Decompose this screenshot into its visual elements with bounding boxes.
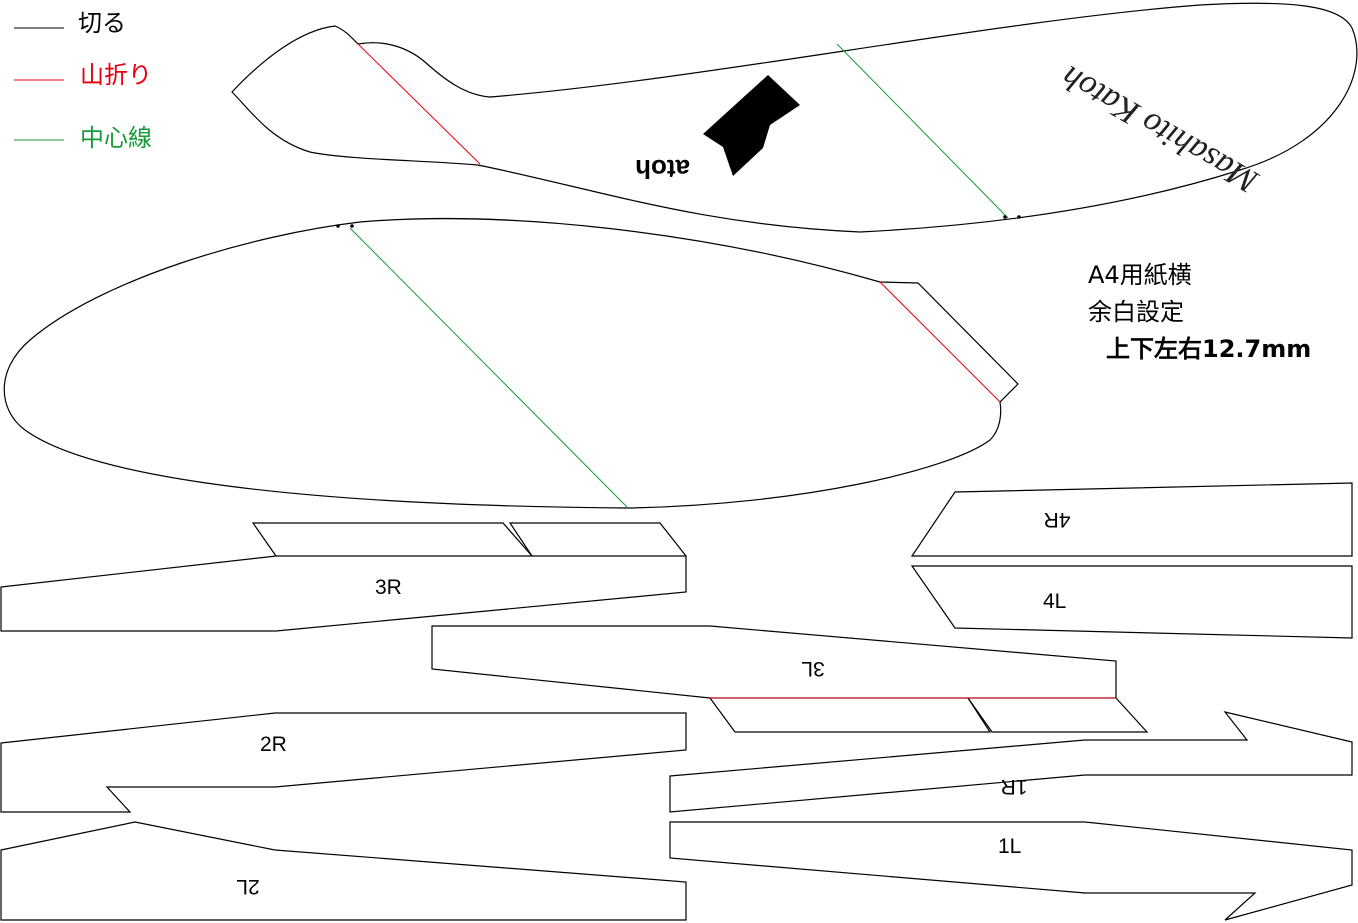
fuselage-upper: atoh Masahito Katoh bbox=[231, 2, 1358, 233]
part-2R-label: 2R bbox=[260, 733, 287, 756]
fuselage-lower-mark-1 bbox=[336, 224, 340, 228]
part-2L-label: 2L bbox=[236, 875, 259, 898]
part-2R-outline bbox=[0, 712, 687, 813]
fuselage-upper-fold bbox=[357, 43, 481, 165]
part-4R-outline bbox=[910, 482, 1353, 557]
part-3L-label: 3L bbox=[801, 657, 824, 680]
part-1R-outline bbox=[669, 711, 1353, 813]
part-3R-outline bbox=[0, 555, 687, 632]
print-note-margin-value: 上下左右12.7mm bbox=[1106, 335, 1311, 363]
part-1R: 1R bbox=[669, 711, 1353, 813]
fuselage-upper-center bbox=[836, 43, 1009, 219]
print-note: A4用紙横 余白設定 上下左右12.7mm bbox=[1088, 261, 1311, 363]
fuselage-upper-outline bbox=[231, 2, 1358, 233]
part-3L-tab-2 bbox=[967, 697, 1149, 733]
legend-center-label: 中心線 bbox=[80, 124, 152, 152]
part-1R-label: 1R bbox=[1001, 775, 1028, 798]
part-3R-label: 3R bbox=[375, 576, 402, 599]
part-2L-outline bbox=[0, 821, 687, 921]
fuselage-lower-outline bbox=[3, 218, 1019, 509]
part-4R: 4R bbox=[910, 482, 1353, 557]
part-3R: 3R bbox=[0, 522, 687, 632]
part-3L-outline bbox=[431, 625, 1117, 699]
fuselage-lower-mark-2 bbox=[350, 224, 354, 228]
legend-fold-label: 山折り bbox=[80, 61, 152, 89]
legend: 切る 山折り 中心線 bbox=[14, 9, 152, 152]
logo-text: atoh bbox=[635, 154, 690, 184]
fuselage-upper-mark-2 bbox=[1017, 215, 1021, 219]
part-3R-tab-2 bbox=[508, 522, 687, 557]
part-4L-label: 4L bbox=[1043, 590, 1066, 613]
fuselage-lower bbox=[3, 218, 1019, 509]
k-logo-icon bbox=[703, 75, 800, 176]
part-2R: 2R bbox=[0, 712, 687, 813]
part-4R-label: 4R bbox=[1044, 508, 1071, 531]
part-3L-tab-1 bbox=[709, 697, 992, 733]
fuselage-lower-fold bbox=[879, 281, 1001, 403]
part-1L-label: 1L bbox=[998, 835, 1021, 858]
part-2L: 2L bbox=[0, 821, 687, 921]
part-3L: 3L bbox=[431, 625, 1149, 733]
part-1L: 1L bbox=[669, 821, 1353, 921]
legend-cut-label: 切る bbox=[78, 9, 126, 37]
part-4L: 4L bbox=[910, 565, 1353, 639]
part-3R-tab-1 bbox=[251, 522, 533, 557]
print-note-margin: 余白設定 bbox=[1088, 298, 1184, 326]
signature: Masahito Katoh bbox=[1055, 58, 1265, 201]
fuselage-lower-center bbox=[349, 227, 629, 509]
part-1L-outline bbox=[669, 821, 1353, 921]
print-note-paper: A4用紙横 bbox=[1088, 261, 1192, 289]
part-4L-outline bbox=[910, 565, 1353, 639]
fuselage-upper-mark-1 bbox=[1003, 215, 1007, 219]
